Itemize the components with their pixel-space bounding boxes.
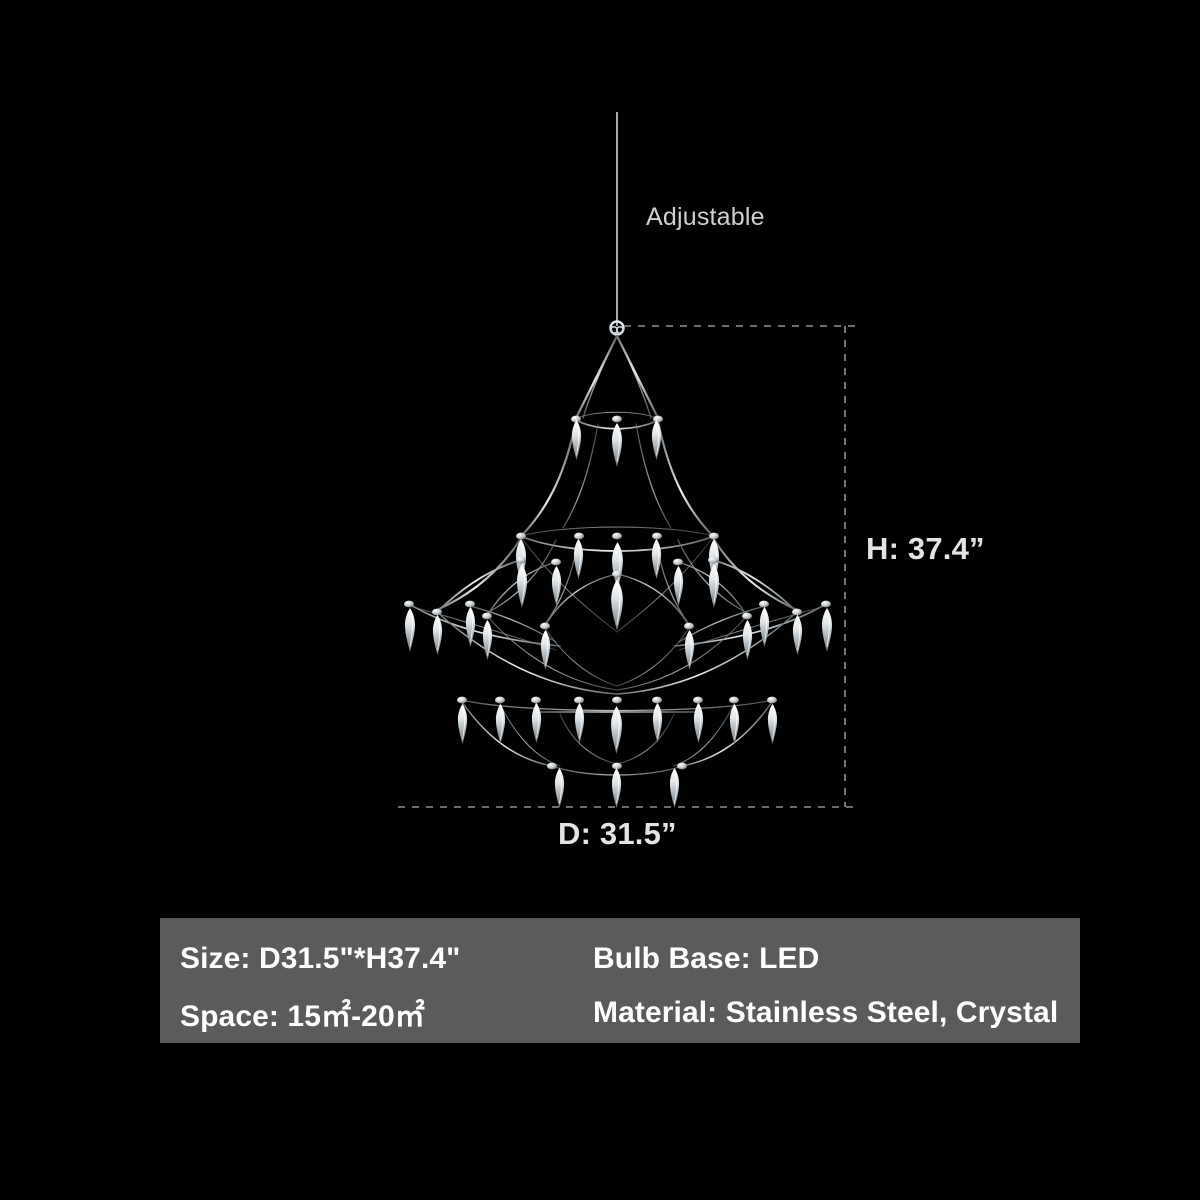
chandelier-crown xyxy=(522,334,712,541)
crown-crystals xyxy=(571,420,662,468)
chandelier-illustration xyxy=(398,112,860,808)
adjustable-annotation: Adjustable xyxy=(646,203,765,231)
specification-panel: Size: D31.5"*H37.4" Bulb Base: LED Space… xyxy=(160,918,1080,1043)
height-annotation: H: 37.4” xyxy=(866,531,985,566)
spec-bulb-base: Bulb Base: LED xyxy=(593,942,820,975)
product-figure: Adjustable H: 37.4” D: 31.5” xyxy=(398,112,985,851)
spec-size: Size: D31.5"*H37.4" xyxy=(180,942,461,975)
spec-space: Space: 15㎡-20㎡ xyxy=(180,1000,425,1033)
suspension-cable xyxy=(609,112,625,336)
dimension-guides xyxy=(398,325,860,808)
spec-row: Size: D31.5"*H37.4" Bulb Base: LED xyxy=(180,932,1080,986)
spec-row: Space: 15㎡-20㎡ Material: Stainless Steel… xyxy=(180,986,1080,1040)
chandelier-bottom-cluster xyxy=(554,768,680,808)
spec-material: Material: Stainless Steel, Crystal xyxy=(593,996,1059,1029)
diameter-annotation: D: 31.5” xyxy=(558,816,677,851)
